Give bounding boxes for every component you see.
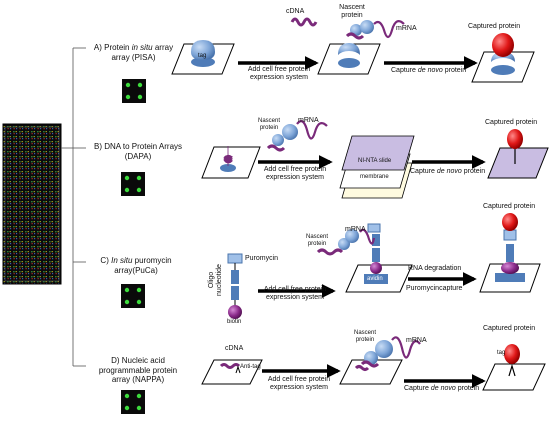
puromycin-capture-label: Puromycincapture bbox=[406, 285, 463, 292]
membrane-label: membrane bbox=[360, 174, 389, 180]
spot-chips bbox=[121, 79, 146, 414]
captured-protein bbox=[507, 129, 523, 149]
avidin-label: avidin bbox=[367, 276, 383, 282]
spot-chip-dapa bbox=[121, 172, 145, 196]
mrna-label: mRNA bbox=[396, 25, 417, 32]
cdna-label: cDNA bbox=[286, 8, 305, 15]
protein-array-chip bbox=[2, 123, 62, 285]
puromycin-block bbox=[227, 253, 243, 264]
capture-step-label: Capture de novo protein bbox=[404, 385, 480, 392]
mrna-strand bbox=[373, 20, 405, 39]
captured-protein bbox=[504, 344, 520, 364]
mrna-label: mRNA bbox=[406, 337, 427, 344]
biotin-bead bbox=[228, 305, 242, 319]
slide bbox=[482, 363, 546, 391]
puromycin-label: Puromycin bbox=[245, 255, 279, 262]
row-dapa bbox=[201, 120, 549, 199]
capture-step-label: Capture de novo protein bbox=[391, 67, 467, 74]
dna-strand bbox=[223, 154, 233, 164]
method-title-pisa: A) Protein in situ array array (PISA) bbox=[93, 43, 174, 62]
ni-nta-label: NI-NTA slide bbox=[358, 158, 392, 164]
cdna-label: cDNA bbox=[225, 345, 244, 352]
slide bbox=[487, 147, 549, 179]
captured-protein-label: Captured protein bbox=[483, 203, 536, 210]
rna-degradation-label: RNA degradation bbox=[408, 265, 462, 272]
slide bbox=[339, 359, 403, 385]
anti-tag-label: Anti-tag bbox=[240, 364, 261, 370]
method-title-puca: C) In situ puromycin array(PuCa) bbox=[100, 256, 172, 275]
mrna-strand bbox=[391, 336, 421, 359]
avidin-block bbox=[364, 274, 388, 284]
row-puca bbox=[227, 213, 541, 319]
captured-protein-label: Captured protein bbox=[485, 119, 538, 126]
spot-chip-pisa bbox=[122, 79, 146, 103]
captured-protein-label: Captured protein bbox=[468, 23, 521, 30]
row-nappa bbox=[201, 336, 546, 391]
captured-protein bbox=[492, 33, 514, 57]
tag-label: tag bbox=[198, 53, 207, 59]
mrna-label: mRNA bbox=[345, 226, 366, 233]
captured-protein bbox=[502, 213, 518, 231]
spot-chip-nappa bbox=[121, 390, 145, 414]
capture-step-label: Capture de novo protein bbox=[410, 168, 486, 175]
tag-protein bbox=[191, 40, 215, 60]
tree-connectors bbox=[61, 47, 86, 367]
cdna-strand bbox=[290, 17, 318, 27]
slide bbox=[201, 359, 263, 385]
tag-label: tag bbox=[497, 350, 506, 356]
biotin-label: biotin bbox=[227, 319, 242, 325]
mrna-label: mRNA bbox=[298, 117, 319, 124]
captured-protein-label: Captured protein bbox=[483, 325, 536, 332]
spot-chip-puca bbox=[121, 284, 145, 308]
method-title-dapa: B) DNA to Protein Arrays(DAPA) bbox=[93, 142, 183, 161]
ni-nta-slide bbox=[341, 135, 415, 171]
row-pisa bbox=[171, 17, 535, 83]
cdna-strand bbox=[219, 363, 241, 369]
